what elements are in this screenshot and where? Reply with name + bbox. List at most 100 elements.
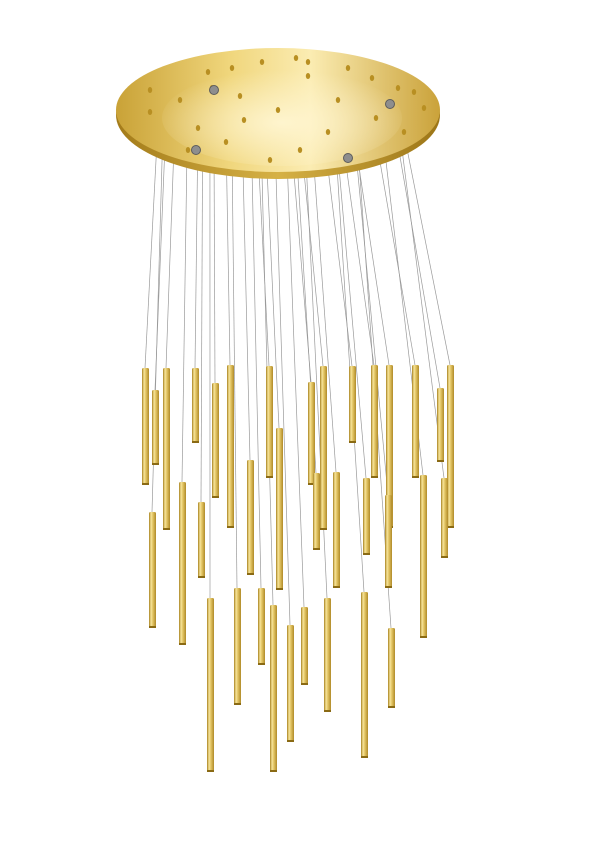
suspension-wire (344, 153, 375, 366)
spotlight-lens (343, 153, 353, 163)
canopy-bead (293, 55, 299, 61)
rod-end-cap (361, 756, 368, 758)
rod-end-cap (266, 476, 273, 478)
suspension-wire (242, 156, 251, 461)
suspension-wire (194, 152, 198, 369)
suspension-wire (275, 159, 291, 626)
pendant-rod (149, 512, 156, 628)
rod-end-cap (441, 556, 448, 558)
pendant-rod (437, 388, 444, 462)
pendant-rod (163, 368, 170, 530)
suspension-wire (286, 159, 305, 608)
rod-end-cap (320, 528, 327, 530)
pendant-rod (441, 478, 448, 558)
pendant-rod (361, 592, 368, 758)
rod-end-cap (227, 526, 234, 528)
suspension-wire (225, 154, 231, 366)
pendant-rod (308, 382, 315, 485)
pendant-rod (142, 368, 149, 485)
canopy-bead (305, 59, 311, 65)
suspension-wire (181, 151, 188, 483)
canopy-bead (177, 97, 183, 103)
pendant-rod (324, 598, 331, 712)
pendant-rod (388, 628, 395, 708)
suspension-wire (302, 157, 324, 367)
pendant-rod (212, 383, 219, 498)
canopy-bead (147, 109, 153, 115)
suspension-wire (144, 148, 157, 369)
pendant-rod (276, 428, 283, 590)
rod-end-cap (412, 476, 419, 478)
spotlight-lens (191, 145, 201, 155)
canopy-bead (237, 93, 243, 99)
canopy-bead (395, 85, 401, 91)
rod-end-cap (437, 460, 444, 462)
pendant-rod (192, 368, 199, 443)
pendant-rod (349, 366, 356, 443)
rod-end-cap (308, 483, 315, 485)
pendant-rod (301, 607, 308, 685)
pendant-rod (287, 625, 294, 742)
spotlight-lens (209, 85, 219, 95)
rod-end-cap (276, 588, 283, 590)
suspension-wire (401, 147, 445, 479)
pendant-rod (320, 366, 327, 530)
suspension-wire (266, 158, 280, 429)
pendant-rod (247, 460, 254, 575)
canopy-bead (335, 97, 341, 103)
rod-end-cap (212, 496, 219, 498)
pendant-rod (258, 588, 265, 665)
rod-end-cap (287, 740, 294, 742)
rod-end-cap (149, 626, 156, 628)
rod-end-cap (447, 526, 454, 528)
canopy-beads (147, 55, 427, 163)
suspension-wire (398, 148, 441, 389)
rod-end-cap (301, 683, 308, 685)
rod-end-cap (333, 586, 340, 588)
suspension-wire (312, 156, 337, 473)
suspension-wire (213, 153, 216, 384)
ceiling-canopy (116, 48, 440, 179)
spotlight-lens (385, 99, 395, 109)
rod-end-cap (198, 576, 205, 578)
canopy-bead (421, 105, 427, 111)
canopy-bead (241, 117, 247, 123)
suspension-wire (356, 152, 390, 366)
rod-end-cap (349, 441, 356, 443)
canopy-bead (275, 107, 281, 113)
canopy-bead (325, 129, 331, 135)
rod-end-cap (152, 463, 159, 465)
canopy-bead (369, 75, 375, 81)
canopy-bead (259, 59, 265, 65)
rod-end-cap (142, 483, 149, 485)
canopy-bead (229, 65, 235, 71)
canopy-bead (267, 157, 273, 163)
pendant-rod (420, 475, 427, 638)
canopy-bead (401, 129, 407, 135)
pendant-rod (371, 365, 378, 478)
pendant-rod (386, 365, 393, 528)
rod-end-cap (247, 573, 254, 575)
canopy-bead (411, 89, 417, 95)
rod-end-cap (363, 553, 370, 555)
rod-end-cap (258, 663, 265, 665)
pendant-rod (333, 472, 340, 588)
rod-end-cap (270, 770, 277, 772)
rod-end-cap (313, 548, 320, 550)
suspension-wire (377, 150, 416, 366)
pendant-rod (179, 482, 186, 645)
canopy-bead (147, 87, 153, 93)
canopy-bead (195, 125, 201, 131)
pendant-rod (363, 478, 370, 555)
canopy-bead (205, 69, 211, 75)
canopy-bead (373, 115, 379, 121)
canopy-bead (345, 65, 351, 71)
pendant-rods (142, 365, 454, 772)
suspension-wire (231, 155, 238, 589)
pendant-rod (207, 598, 214, 772)
pendant-rod (385, 495, 392, 588)
pendant-rod (447, 365, 454, 528)
rod-end-cap (234, 703, 241, 705)
pendant-rod (412, 365, 419, 478)
canopy-bead (223, 139, 229, 145)
